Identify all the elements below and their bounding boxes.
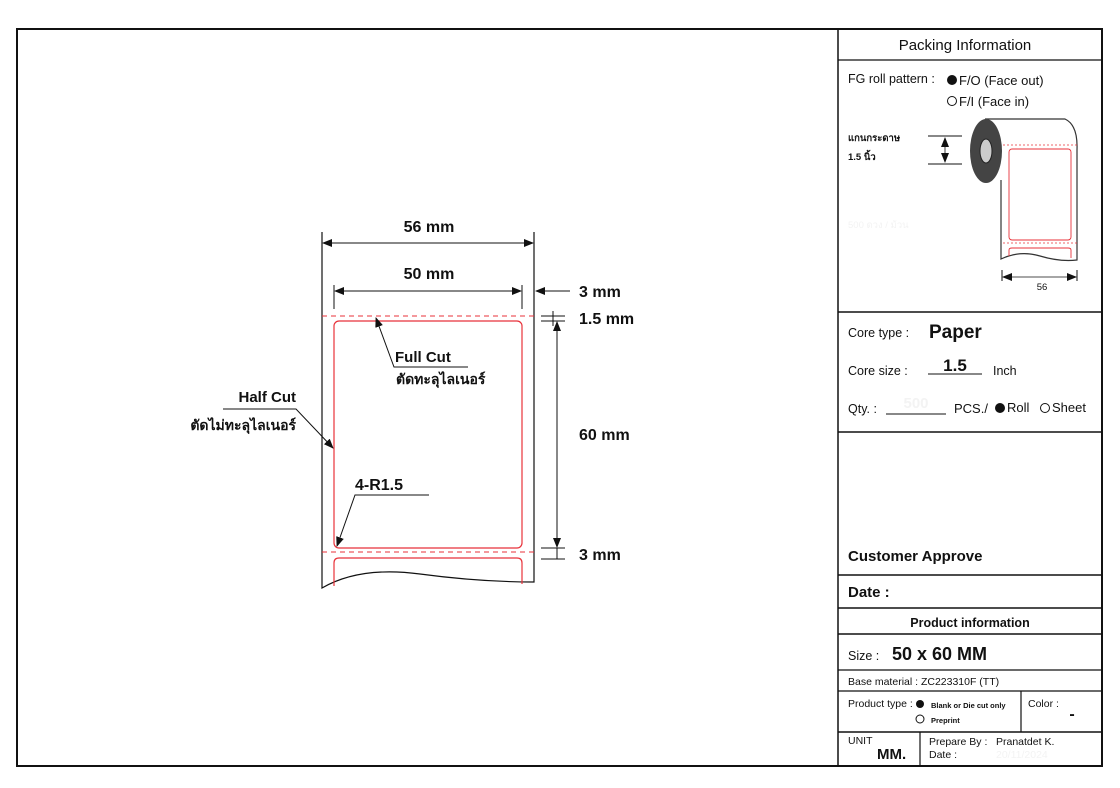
product-info-title: Product information	[910, 616, 1029, 630]
roll-radio[interactable]	[995, 403, 1005, 413]
roll-illustration	[928, 118, 1078, 281]
full-cut-label: Full Cut	[395, 349, 451, 366]
overall-width-label: 56 mm	[404, 219, 455, 236]
core-size-value: 1.5	[943, 356, 967, 375]
top-margin-label: 1.5 mm	[579, 311, 634, 328]
full-cut-thai-label: ตัดทะลุไลเนอร์	[396, 370, 486, 388]
qty-label: Qty. :	[848, 402, 877, 416]
core-size-label: Core size :	[848, 364, 908, 378]
core-type-label: Core type :	[848, 326, 909, 340]
side-gap-label: 3 mm	[579, 284, 621, 301]
preprint-label: Preprint	[931, 716, 960, 725]
full-cut-leader	[375, 317, 468, 368]
preprint-radio[interactable]	[915, 714, 925, 724]
color-value: -	[1069, 706, 1074, 723]
label-outline	[333, 320, 523, 549]
packing-info-title: Packing Information	[899, 37, 1032, 54]
face-out-radio[interactable]	[947, 75, 957, 85]
half-cut-label: Half Cut	[239, 389, 297, 406]
label-height-label: 60 mm	[579, 427, 630, 444]
packing-panel	[838, 59, 1102, 766]
base-material: Base material : ZC223310F (TT)	[848, 676, 999, 688]
pcs-label: PCS./	[954, 401, 988, 416]
blank-label: Blank or Die cut only	[931, 701, 1006, 710]
face-out-label: F/O (Face out)	[959, 73, 1044, 88]
qty-value: 500	[903, 395, 928, 412]
approve-date-label: Date :	[848, 584, 890, 601]
roll-width-label: 56	[1037, 282, 1048, 293]
sheet-label: Sheet	[1052, 400, 1086, 415]
unit-value: MM.	[877, 746, 906, 763]
prepare-date-value: 20/11/2024	[996, 749, 1048, 761]
product-type-label: Product type :	[848, 698, 913, 710]
core-size-unit: Inch	[993, 364, 1017, 378]
core-type-value: Paper	[929, 322, 982, 343]
prepare-by-label: Prepare By :	[929, 736, 987, 748]
sheet-radio[interactable]	[1040, 403, 1050, 413]
corner-radius-label: 4-R1.5	[355, 477, 403, 494]
core-thai-label: แกนกระดาษ	[848, 133, 901, 144]
sheet-frame	[16, 28, 1103, 767]
core-thai-size: 1.5 นิ้ว	[848, 149, 876, 163]
half-cut-thai-label: ตัดไม่ทะลุไลเนอร์	[190, 416, 296, 434]
label-drawing: 56 mm 50 mm 3 mm 1.5 mm 60 mm 3 mm Full …	[190, 219, 634, 590]
fg-roll-label: FG roll pattern :	[848, 72, 935, 86]
customer-approve-label: Customer Approve	[848, 548, 982, 565]
gap-label: 3 mm	[579, 547, 621, 564]
blank-radio[interactable]	[916, 700, 924, 708]
half-cut-leader	[223, 408, 334, 449]
radius-leader	[336, 494, 429, 547]
color-label: Color :	[1028, 698, 1059, 710]
face-in-label: F/I (Face in)	[959, 94, 1029, 109]
roll-label: Roll	[1007, 400, 1030, 415]
next-label-outline	[333, 557, 523, 586]
liner-web	[321, 232, 535, 590]
prepare-by-value: Pranatdet K.	[996, 736, 1054, 748]
label-width-label: 50 mm	[404, 266, 455, 283]
face-in-radio[interactable]	[947, 96, 957, 106]
unit-label: UNIT	[848, 735, 873, 747]
size-value: 50 x 60 MM	[892, 644, 987, 664]
size-label: Size :	[848, 649, 879, 663]
prepare-date-label: Date :	[929, 749, 957, 761]
per-roll-thai: 500 ดวง / ม้วน	[848, 220, 909, 231]
